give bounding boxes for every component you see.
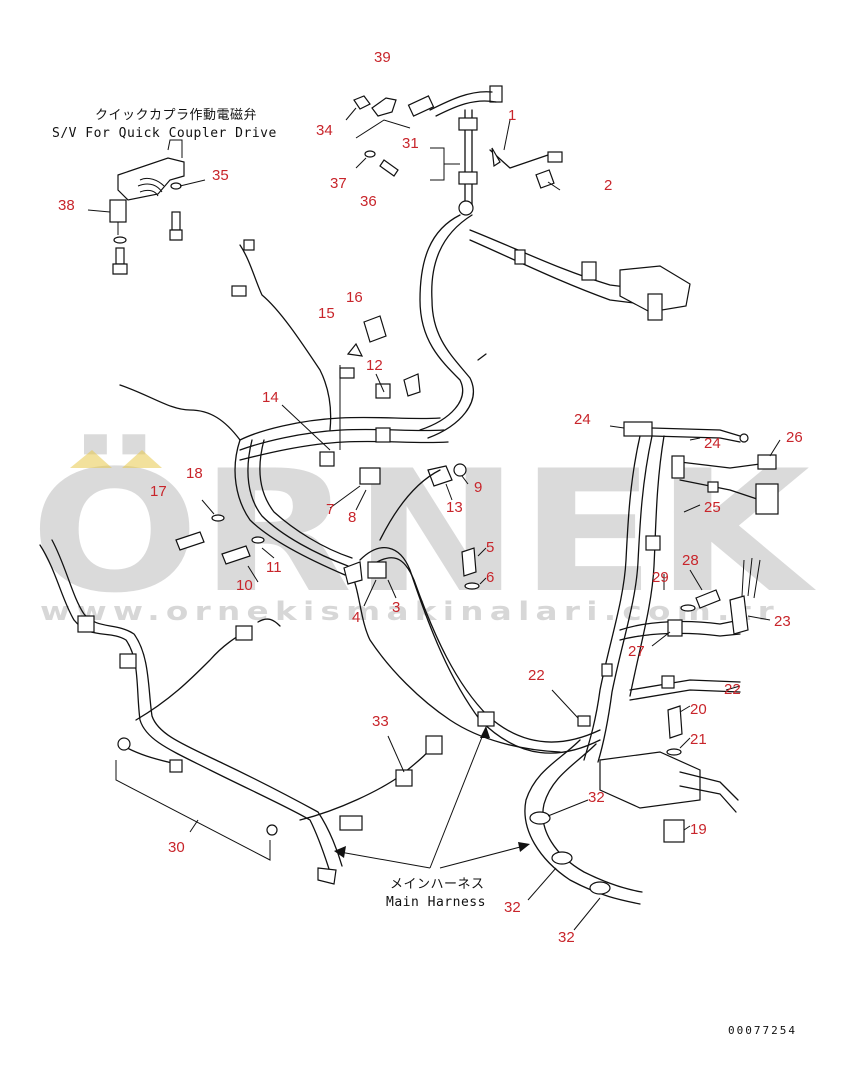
callout-22a: 22 <box>528 667 545 684</box>
callout-27: 27 <box>628 643 645 660</box>
arrow-head-left <box>334 846 346 858</box>
callout-14: 14 <box>262 389 279 406</box>
callout-39: 39 <box>374 49 391 66</box>
main-harness-caption-en: Main Harness <box>386 895 486 910</box>
callout-30: 30 <box>168 839 185 856</box>
callout-1: 1 <box>508 107 516 124</box>
watermark-accent-right <box>122 450 162 468</box>
callout-34: 34 <box>316 122 333 139</box>
callout-29: 29 <box>652 569 669 586</box>
quick-coupler-caption-jp: クイックカプラ作動電磁弁 <box>95 108 257 123</box>
callout-19: 19 <box>690 821 707 838</box>
quick-coupler-caption-en: S/V For Quick Coupler Drive <box>52 126 277 141</box>
lower-left-harness <box>39 539 443 885</box>
callout-38: 38 <box>58 197 75 214</box>
main-harness-caption-jp: メインハーネス <box>390 877 485 892</box>
callout-10: 10 <box>236 577 253 594</box>
callout-4: 4 <box>352 609 360 626</box>
callout-32a: 32 <box>588 789 605 806</box>
callout-7: 7 <box>326 501 334 518</box>
callout-26: 26 <box>786 429 803 446</box>
callout-20: 20 <box>690 701 707 718</box>
watermark-accent-left <box>70 450 112 468</box>
top-hardware <box>345 95 411 177</box>
callout-12: 12 <box>366 357 383 374</box>
upper-harness <box>403 85 691 439</box>
callout-5: 5 <box>486 539 494 556</box>
callout-36: 36 <box>360 193 377 210</box>
callout-28: 28 <box>682 552 699 569</box>
callout-32c: 32 <box>558 929 575 946</box>
central-main-harness <box>343 469 601 754</box>
callout-22b: 22 <box>724 681 741 698</box>
callout-9: 9 <box>474 479 482 496</box>
quick-coupler-valve-assembly <box>87 139 206 275</box>
callout-11: 11 <box>266 559 282 576</box>
callout-24b: 24 <box>704 435 721 452</box>
callout-6: 6 <box>486 569 494 586</box>
watermark: ÖRNEK www.ornekismakinalari.com.tr <box>30 434 817 630</box>
callout-16: 16 <box>346 289 363 306</box>
callout-23: 23 <box>774 613 791 630</box>
callout-21: 21 <box>690 731 707 748</box>
arrow-head-right <box>518 842 530 852</box>
callout-31: 31 <box>402 135 419 152</box>
watermark-brand: ÖRNEK <box>30 434 817 630</box>
arrow-head-up <box>480 726 490 738</box>
right-harness <box>577 421 779 763</box>
callout-35: 35 <box>212 167 229 184</box>
watermark-url: www.ornekismakinalari.com.tr <box>40 597 780 627</box>
callout-24a: 24 <box>574 411 591 428</box>
document-number: 00077254 <box>728 1024 797 1037</box>
callout-15: 15 <box>318 305 335 322</box>
callout-2: 2 <box>604 177 612 194</box>
callout-numbers: 39 34 31 1 2 37 36 35 38 16 15 12 14 24 … <box>58 49 803 946</box>
callout-37: 37 <box>330 175 347 192</box>
callout-18: 18 <box>186 465 203 482</box>
lower-right-harness <box>524 705 739 905</box>
callout-25: 25 <box>704 499 721 516</box>
callout-8: 8 <box>348 509 356 526</box>
callout-13: 13 <box>446 499 463 516</box>
main-harness-arrows <box>334 726 530 869</box>
callout-32b: 32 <box>504 899 521 916</box>
callout-3: 3 <box>392 599 400 616</box>
callout-33: 33 <box>372 713 389 730</box>
leader-lines <box>201 119 781 931</box>
callout-17: 17 <box>150 483 167 500</box>
